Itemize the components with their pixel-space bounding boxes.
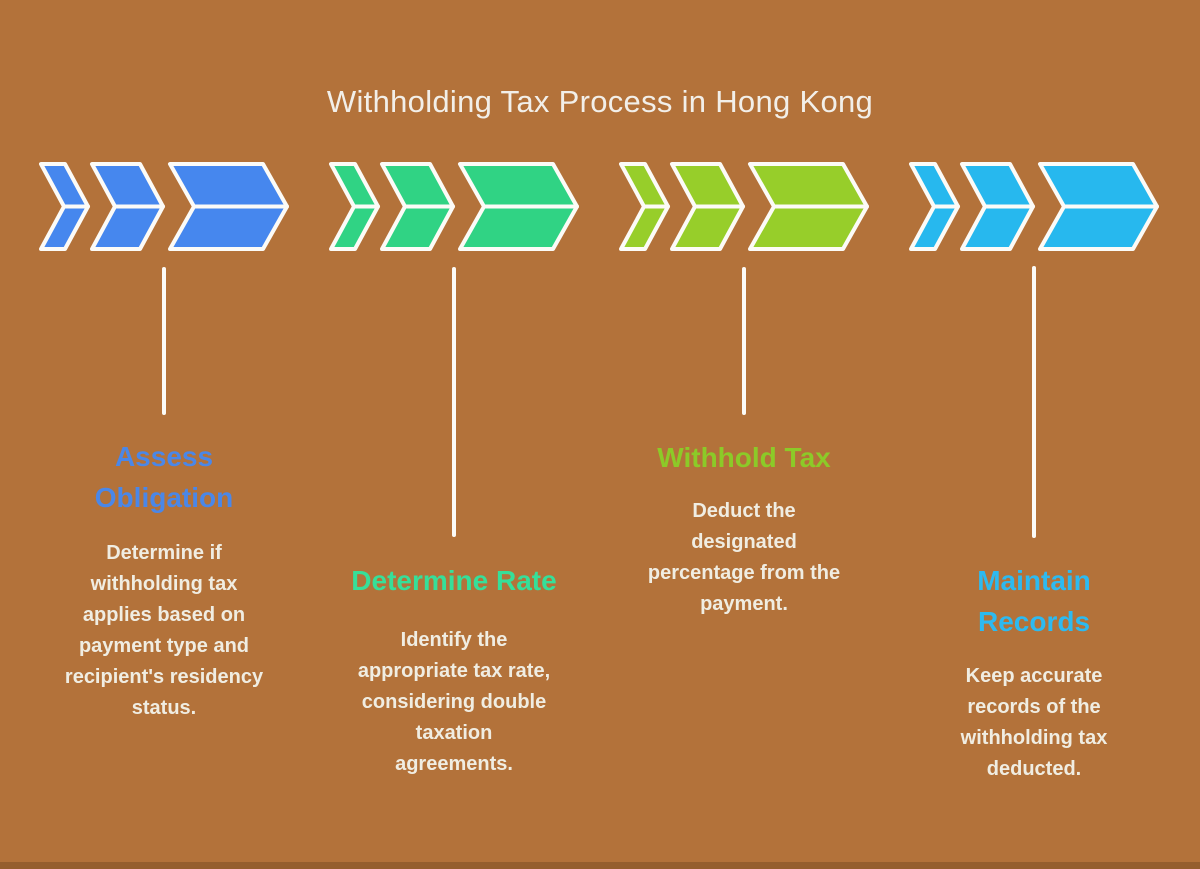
chevron-large <box>748 162 869 251</box>
step-title: Determine Rate <box>351 565 557 596</box>
chevron-medium <box>960 162 1035 251</box>
triple-chevron-right-icon <box>909 162 1159 251</box>
chevron-large <box>458 162 579 251</box>
chevron-medium <box>90 162 165 251</box>
chevron-medium <box>670 162 745 251</box>
connector-line <box>162 267 166 415</box>
chevron-large <box>1038 162 1159 251</box>
connector-line <box>452 267 456 537</box>
chevron-small <box>329 162 380 251</box>
chevron-small <box>909 162 960 251</box>
step-title: Assess Obligation <box>94 441 234 513</box>
chevron-large <box>168 162 289 251</box>
page-title: Withholding Tax Process in Hong Kong <box>326 84 874 119</box>
step-title: Maintain Records <box>977 565 1091 637</box>
chevron-medium <box>380 162 455 251</box>
chevron-small <box>619 162 670 251</box>
step-column-withhold-tax: Withhold Tax Deduct the designated perce… <box>599 0 889 869</box>
step-description: Identify the appropriate tax rate, consi… <box>357 629 551 775</box>
step-column-maintain-records: Maintain Records Keep accurate records o… <box>889 0 1179 869</box>
step-description: Determine if withholding tax applies bas… <box>64 542 264 719</box>
chevron-small <box>39 162 90 251</box>
connector-line <box>1032 266 1036 538</box>
step-column-determine-rate: Determine Rate Identify the appropriate … <box>309 0 599 869</box>
bottom-shadow-strip <box>0 862 1200 869</box>
triple-chevron-right-icon <box>619 162 869 251</box>
step-column-assess-obligation: Assess Obligation Determine if withholdi… <box>19 0 309 869</box>
step-description: Deduct the designated percentage from th… <box>647 500 841 615</box>
step-title: Withhold Tax <box>657 442 831 473</box>
triple-chevron-right-icon <box>329 162 579 251</box>
step-description: Keep accurate records of the withholding… <box>960 665 1108 780</box>
connector-line <box>742 267 746 415</box>
triple-chevron-right-icon <box>39 162 289 251</box>
